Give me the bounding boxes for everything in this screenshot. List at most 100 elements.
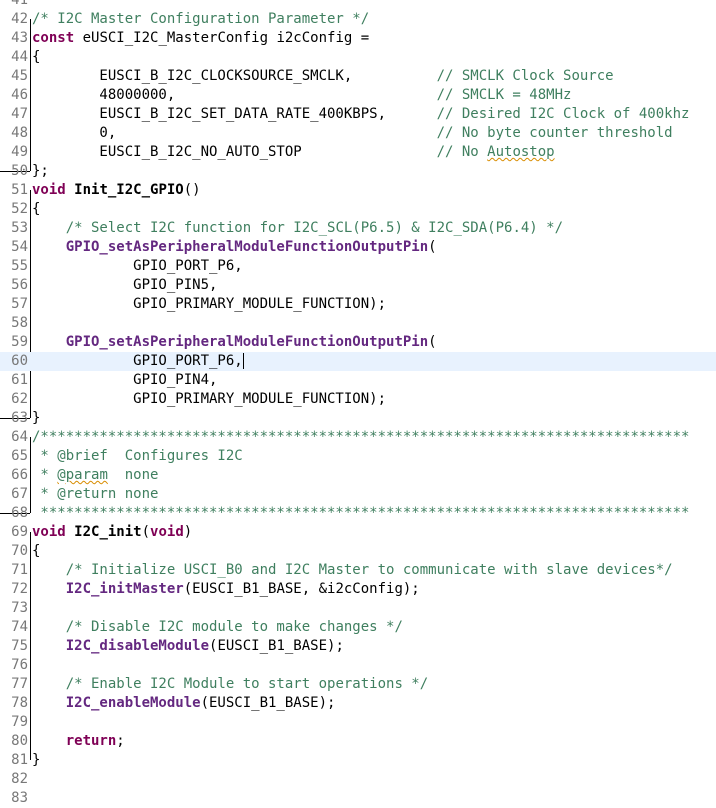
code-text[interactable]: GPIO_PRIMARY_MODULE_FUNCTION); [32,295,386,314]
code-line[interactable]: 64/*************************************… [0,428,716,447]
code-line[interactable]: 74 /* Disable I2C module to make changes… [0,618,716,637]
code-line[interactable]: 58 [0,314,716,333]
code-line[interactable]: 70{ [0,542,716,561]
code-text[interactable]: 0, // No byte counter threshold [32,124,672,143]
code-line[interactable]: 49 EUSCI_B_I2C_NO_AUTO_STOP // No Autost… [0,143,716,162]
code-text[interactable]: GPIO_PORT_P6, [32,352,244,371]
code-line[interactable]: 62 GPIO_PRIMARY_MODULE_FUNCTION); [0,390,716,409]
code-text[interactable]: } [32,409,40,428]
code-line[interactable]: 50}; [0,162,716,181]
fold-marker-line-63[interactable] [0,418,30,419]
code-text[interactable]: } [32,751,40,770]
code-line[interactable]: 80 return; [0,732,716,751]
code-line[interactable]: 60 GPIO_PORT_P6, [0,352,716,371]
code-token: I2C_init [74,524,142,540]
code-line[interactable]: 56 GPIO_PIN5, [0,276,716,295]
code-line[interactable]: 61 GPIO_PIN4, [0,371,716,390]
code-token [66,182,74,198]
fold-marker-line-50[interactable] [0,171,30,172]
code-text[interactable]: GPIO_PIN4, [32,371,217,390]
code-text[interactable]: { [32,542,40,561]
code-text[interactable]: * @brief Configures I2C [32,447,242,466]
code-text[interactable]: }; [32,162,49,181]
code-token: GPIO_setAsPeripheralModuleFunctionOutput… [65,334,429,350]
code-text[interactable]: { [32,200,40,219]
code-text[interactable]: * @param none [32,466,158,485]
code-line[interactable]: 66 * @param none [0,466,716,485]
code-line[interactable]: 79 [0,713,716,732]
code-line[interactable]: 81} [0,751,716,770]
code-text[interactable]: GPIO_setAsPeripheralModuleFunctionOutput… [32,238,437,257]
code-line[interactable]: 53 /* Select I2C function for I2C_SCL(P6… [0,219,716,238]
line-number: 54 [11,239,28,255]
code-line[interactable]: 76 [0,656,716,675]
code-text[interactable]: EUSCI_B_I2C_SET_DATA_RATE_400KBPS, // De… [32,105,689,124]
code-text[interactable]: * @return none [32,485,158,504]
code-text[interactable]: /* Initialize USCI_B0 and I2C Master to … [32,561,673,580]
fold-marker-line-68[interactable] [0,513,30,514]
code-line[interactable]: 71 /* Initialize USCI_B0 and I2C Master … [0,561,716,580]
code-text[interactable]: I2C_disableModule(EUSCI_B1_BASE); [32,637,344,656]
code-text[interactable]: /* Select I2C function for I2C_SCL(P6.5)… [32,219,563,238]
code-text[interactable]: /* Disable I2C module to make changes */ [32,618,403,637]
line-number: 79 [11,714,28,730]
code-line[interactable]: 46 48000000, // SMCLK = 48MHz [0,86,716,105]
code-text[interactable]: ****************************************… [32,504,689,523]
code-token: GPIO_PRIMARY_MODULE_FUNCTION); [32,391,387,407]
code-line[interactable]: 78 I2C_enableModule(EUSCI_B1_BASE); [0,694,716,713]
code-line[interactable]: 59 GPIO_setAsPeripheralModuleFunctionOut… [0,333,716,352]
code-line[interactable]: 83 [0,789,716,808]
code-line[interactable]: 47 EUSCI_B_I2C_SET_DATA_RATE_400KBPS, //… [0,105,716,124]
code-line[interactable]: 72 I2C_initMaster(EUSCI_B1_BASE, &i2cCon… [0,580,716,599]
code-text[interactable]: GPIO_PIN5, [32,276,217,295]
code-line[interactable]: 44{ [0,48,716,67]
code-line[interactable]: 54 GPIO_setAsPeripheralModuleFunctionOut… [0,238,716,257]
code-line[interactable]: 57 GPIO_PRIMARY_MODULE_FUNCTION); [0,295,716,314]
line-number: 64 [11,429,28,445]
code-line[interactable]: 48 0, // No byte counter threshold [0,124,716,143]
code-text[interactable]: 48000000, // SMCLK = 48MHz [32,86,571,105]
code-text[interactable]: I2C_initMaster(EUSCI_B1_BASE, &i2cConfig… [32,580,420,599]
code-token: } [32,410,41,426]
code-text[interactable]: I2C_enableModule(EUSCI_B1_BASE); [32,694,336,713]
code-text[interactable]: GPIO_PORT_P6, [32,257,243,276]
code-text[interactable]: return; [32,732,125,751]
code-token [32,638,66,654]
code-text[interactable]: /* Enable I2C Module to start operations… [32,675,428,694]
code-line[interactable]: 63} [0,409,716,428]
code-line[interactable]: 68 *************************************… [0,504,716,523]
code-line[interactable]: 42/* I2C Master Configuration Parameter … [0,10,716,29]
code-line[interactable]: 77 /* Enable I2C Module to start operati… [0,675,716,694]
code-text[interactable]: GPIO_setAsPeripheralModuleFunctionOutput… [32,333,437,352]
code-text[interactable]: EUSCI_B_I2C_NO_AUTO_STOP // No Autostop [32,143,555,162]
code-text[interactable]: { [32,48,40,67]
line-number: 69 [11,524,28,540]
code-token [32,220,66,236]
code-text[interactable]: EUSCI_B_I2C_CLOCKSOURCE_SMCLK, // SMCLK … [32,67,614,86]
code-line[interactable]: 73 [0,599,716,618]
code-line[interactable]: 45 EUSCI_B_I2C_CLOCKSOURCE_SMCLK, // SMC… [0,67,716,86]
code-line[interactable]: 65 * @brief Configures I2C [0,447,716,466]
code-token: // SMCLK Clock Source [436,68,614,84]
code-line[interactable]: 55 GPIO_PORT_P6, [0,257,716,276]
line-number: 62 [11,391,28,407]
code-line[interactable]: 82 [0,770,716,789]
code-text[interactable]: GPIO_PRIMARY_MODULE_FUNCTION); [32,390,386,409]
code-line[interactable]: 41 [0,0,716,10]
code-text[interactable]: /***************************************… [32,428,689,447]
code-text[interactable]: void I2C_init(void) [32,523,192,542]
code-line[interactable]: 75 I2C_disableModule(EUSCI_B1_BASE); [0,637,716,656]
code-text[interactable]: /* I2C Master Configuration Parameter */ [32,10,369,29]
code-line[interactable]: 67 * @return none [0,485,716,504]
code-text[interactable]: void Init_I2C_GPIO() [32,181,201,200]
code-text[interactable]: const eUSCI_I2C_MasterConfig i2cConfig = [32,29,369,48]
code-token: Autostop [487,144,555,160]
code-token: GPIO_setAsPeripheralModuleFunctionOutput… [65,239,429,255]
code-token: void [32,182,66,198]
code-line[interactable]: 52{ [0,200,716,219]
code-token [32,581,66,597]
